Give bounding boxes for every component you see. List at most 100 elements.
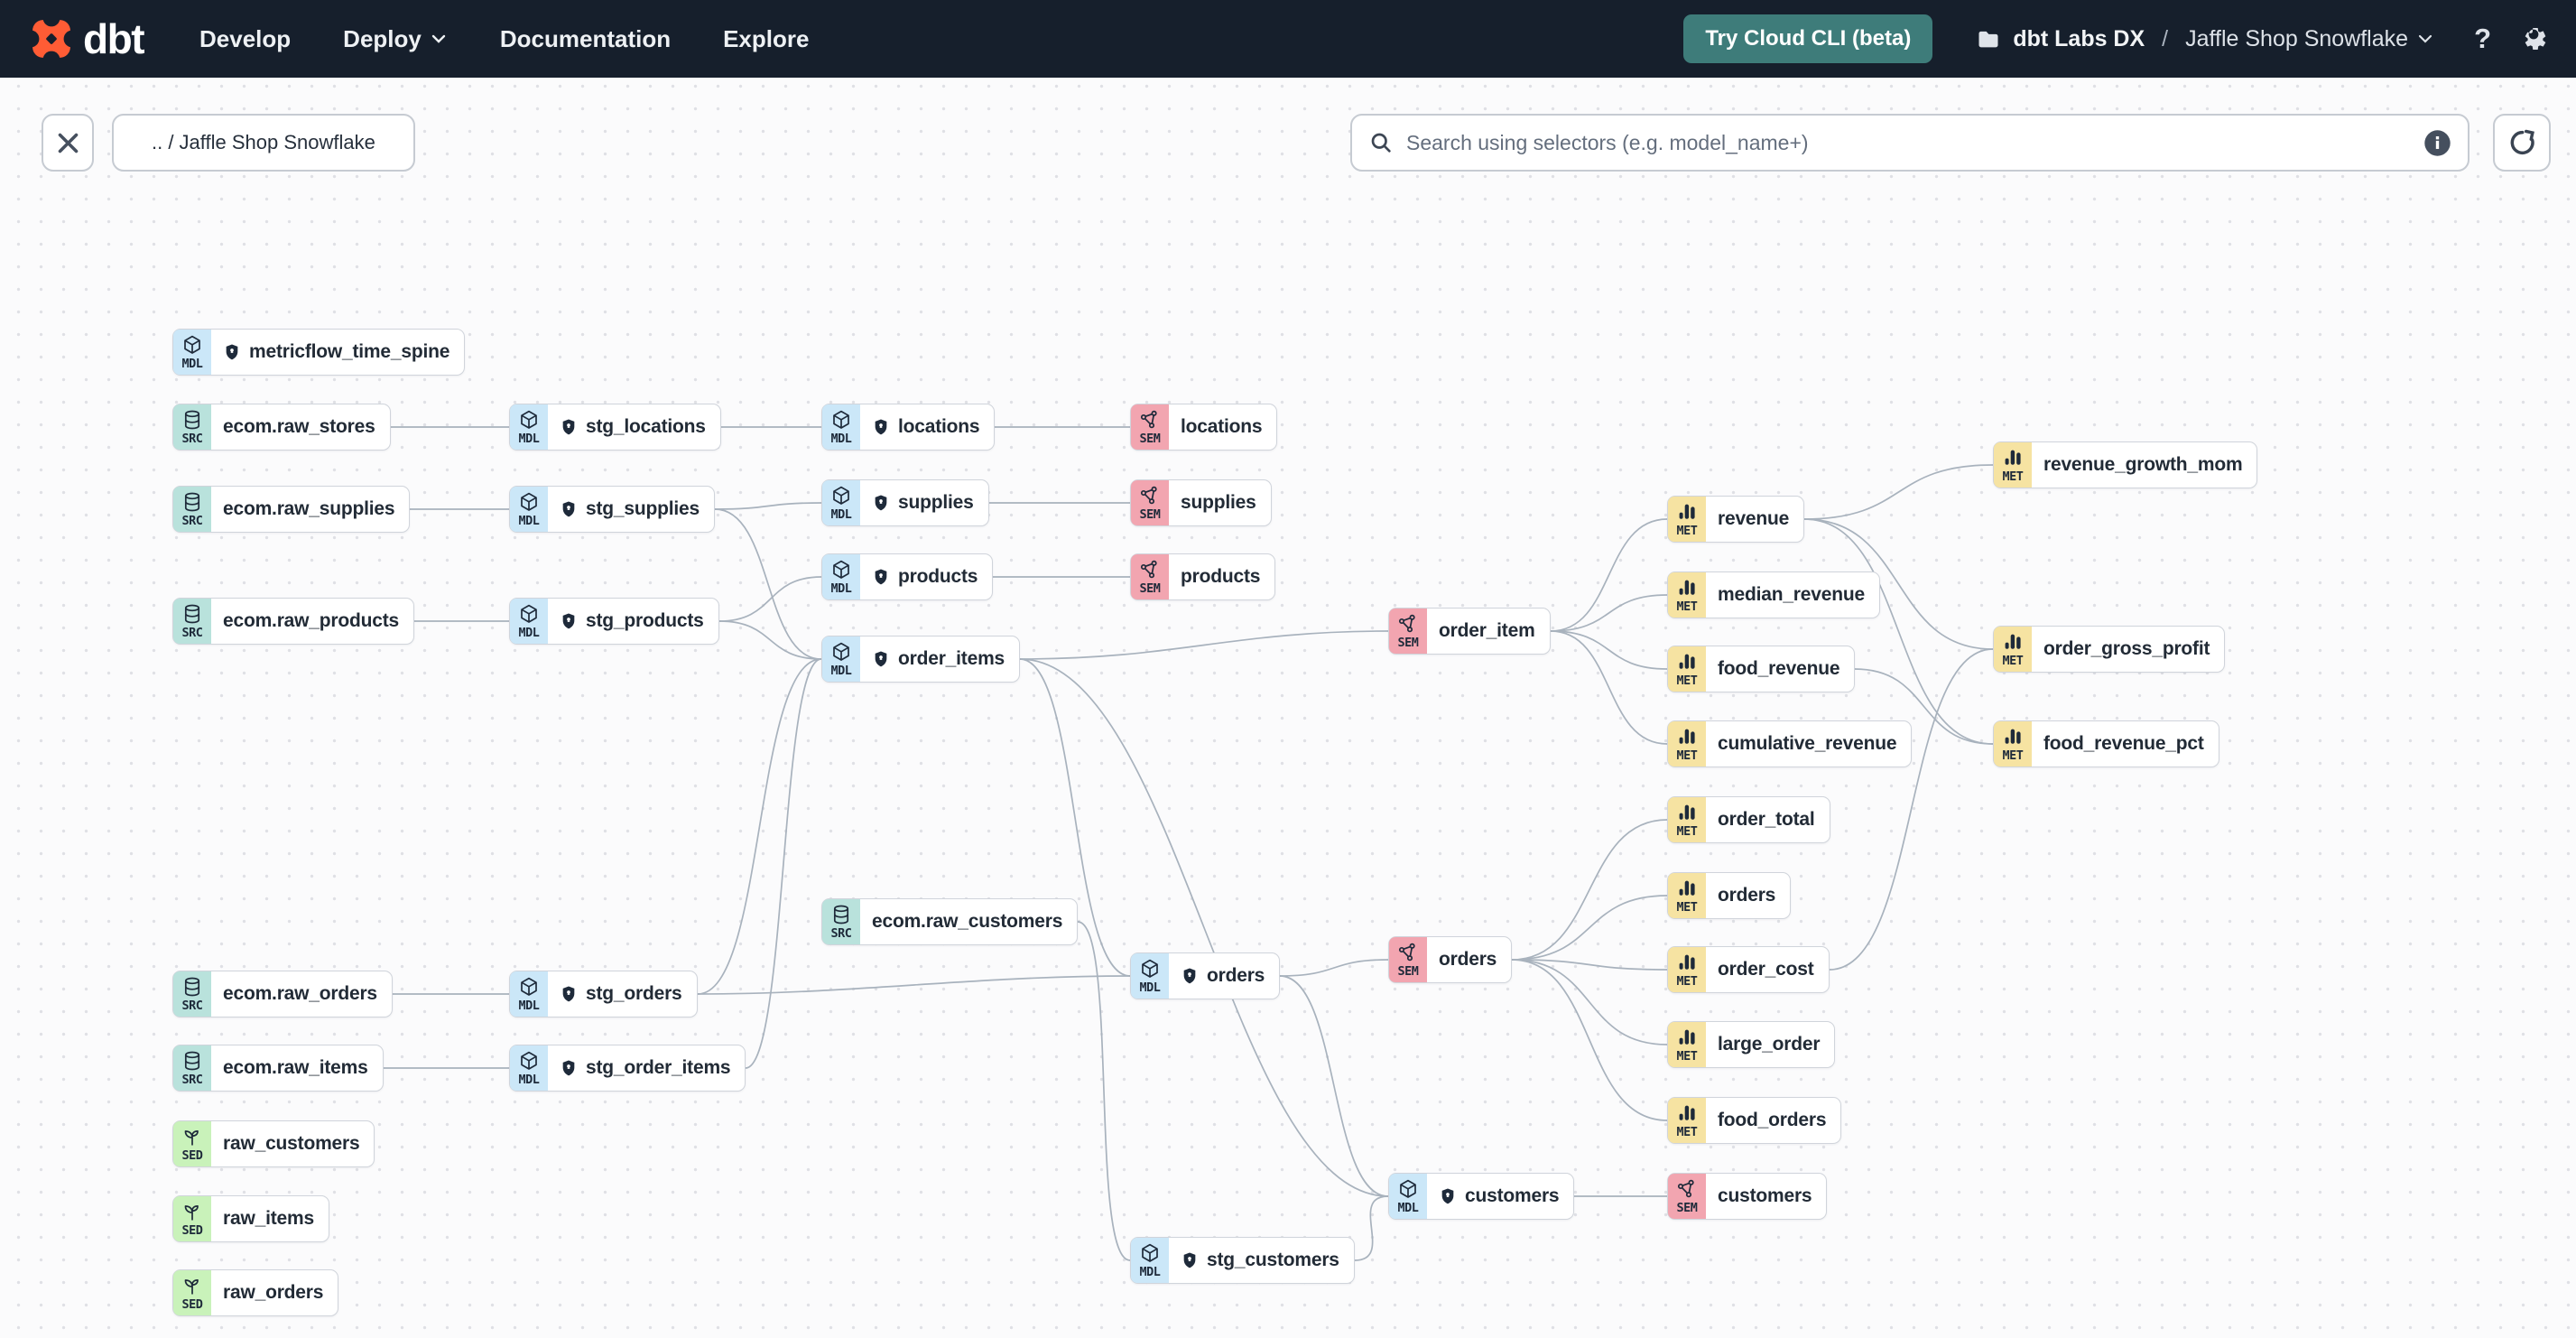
edge — [1511, 959, 1668, 1045]
node-label: ecom.raw_supplies — [223, 498, 395, 519]
node-type-badge: SEM — [1389, 937, 1427, 982]
node-type-tag: MET — [1676, 1124, 1698, 1139]
edge — [1550, 630, 1668, 670]
node-type-badge: MDL — [1131, 1238, 1169, 1283]
help-button[interactable]: ? — [2474, 23, 2491, 54]
menu-item-develop[interactable]: Develop — [199, 24, 292, 52]
try-cloud-cli-button[interactable]: Try Cloud CLI (beta) — [1683, 14, 1933, 63]
node-type-tag: MDL — [181, 356, 203, 371]
node-type-badge: MET — [1994, 627, 2032, 672]
search-input[interactable] — [1404, 129, 2423, 156]
graph-breadcrumb-button[interactable]: .. / Jaffle Shop Snowflake — [112, 114, 415, 172]
health-shield-icon — [562, 613, 575, 629]
menu-item-documentation[interactable]: Documentation — [499, 24, 672, 52]
node-label: median_revenue — [1718, 584, 1865, 605]
node-type-tag: SRC — [830, 925, 852, 941]
health-shield-icon — [562, 501, 575, 517]
metric-bars-icon — [1679, 1029, 1695, 1045]
info-icon[interactable] — [2423, 129, 2451, 157]
dbt-logo[interactable]: dbt — [31, 14, 145, 63]
health-shield-icon — [875, 419, 887, 435]
node-type-tag: SEM — [1139, 431, 1161, 446]
node-body: products — [860, 554, 992, 599]
edge — [1803, 518, 1994, 745]
node-body: products — [1169, 554, 1274, 599]
refresh-graph-button[interactable] — [2493, 114, 2551, 172]
node-type-tag: MDL — [830, 663, 852, 678]
node-label: orders — [1439, 949, 1497, 970]
node-label: order_total — [1718, 809, 1815, 830]
node-type-tag: MDL — [1139, 980, 1161, 995]
chevron-down-icon — [431, 34, 446, 43]
node-label: ecom.raw_stores — [223, 416, 375, 437]
database-icon — [184, 977, 200, 996]
node-type-badge: MET — [1668, 873, 1706, 918]
model-cube-icon — [521, 977, 537, 996]
node-label: raw_customers — [223, 1133, 360, 1154]
node-type-badge: SRC — [173, 1045, 211, 1091]
node-type-tag: MET — [2002, 653, 2024, 668]
lineage-node-orders[interactable]: SEM orders — [1388, 936, 1513, 983]
node-label: ecom.raw_items — [223, 1057, 368, 1078]
node-type-badge: SRC — [173, 404, 211, 450]
project-selector[interactable]: Jaffle Shop Snowflake — [2185, 26, 2434, 52]
menu-item-deploy[interactable]: Deploy — [343, 25, 448, 53]
health-shield-icon — [1183, 1252, 1196, 1268]
menu-item-explore[interactable]: Explore — [723, 24, 810, 52]
database-icon — [833, 905, 849, 924]
lineage-node-ecom.raw_items[interactable]: SRC ecom.raw_items — [172, 1045, 384, 1092]
edge — [1019, 630, 1389, 660]
lineage-node-ecom.raw_stores[interactable]: SRC ecom.raw_stores — [172, 404, 391, 451]
database-icon — [184, 410, 200, 429]
node-label: stg_locations — [586, 416, 706, 437]
selector-search — [1350, 114, 2469, 172]
account-name[interactable]: dbt Labs DX — [2013, 25, 2145, 51]
edge — [1511, 959, 1668, 971]
model-cube-icon — [833, 642, 849, 661]
edge — [697, 658, 822, 995]
node-label: revenue — [1718, 508, 1790, 529]
close-lineage-button[interactable] — [42, 114, 94, 172]
node-body: customers — [1706, 1174, 1826, 1219]
settings-gear-icon[interactable] — [2518, 23, 2549, 54]
metric-bars-icon — [1679, 804, 1695, 820]
